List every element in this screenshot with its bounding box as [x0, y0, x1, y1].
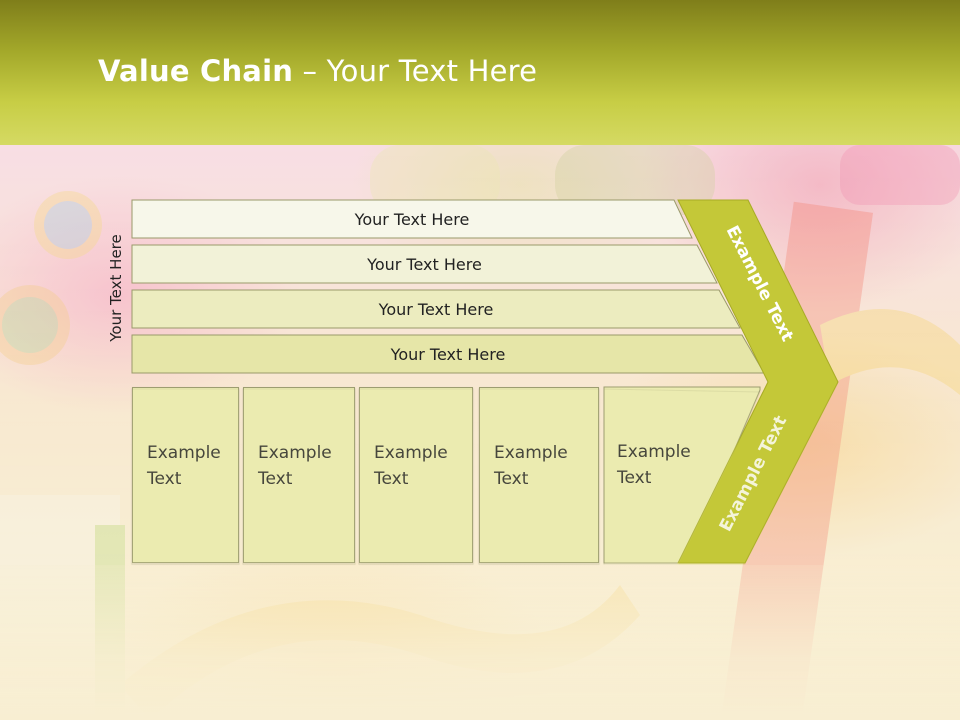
activity-box-line1: Example — [494, 443, 568, 463]
activity-box-line2: Text — [147, 469, 182, 489]
activity-box-line1: Example — [258, 443, 332, 463]
support-bar-3: Your Text Here — [132, 290, 740, 328]
button-decor — [0, 285, 70, 365]
support-bar-label: Your Text Here — [354, 209, 470, 229]
activity-box-line2: Text — [494, 469, 529, 489]
slide-title: Value Chain – Your Text Here — [98, 54, 537, 88]
support-bar-label: Your Text Here — [378, 299, 494, 319]
activity-box-line1: Example — [147, 443, 221, 463]
spool-decor — [370, 145, 500, 215]
support-bar-label: Your Text Here — [367, 254, 482, 274]
activity-box-line2: Text — [617, 468, 652, 488]
slide-title-bold: Value Chain — [98, 54, 294, 88]
spool-decor — [840, 145, 960, 205]
support-bar-label: Your Text Here — [390, 344, 506, 364]
button-decor-inner — [44, 201, 92, 249]
button-decor-inner — [2, 297, 58, 353]
side-label: Your Text Here — [107, 234, 125, 342]
support-bar-4: Your Text Here — [132, 335, 764, 373]
spool-decor — [555, 145, 715, 215]
activity-box-line2: Text — [258, 469, 293, 489]
button-decor — [34, 191, 102, 259]
activity-box-line1: Example — [374, 443, 448, 463]
activity-box-line2: Text — [374, 469, 409, 489]
support-bar-2: Your Text Here — [132, 245, 717, 283]
support-bar-1: Your Text Here — [132, 200, 692, 238]
header-band: Value Chain – Your Text Here — [0, 0, 960, 145]
slide-title-rest: – Your Text Here — [293, 54, 538, 88]
tape-measure-decor — [820, 309, 960, 395]
activity-box-line1: Example — [617, 442, 691, 462]
